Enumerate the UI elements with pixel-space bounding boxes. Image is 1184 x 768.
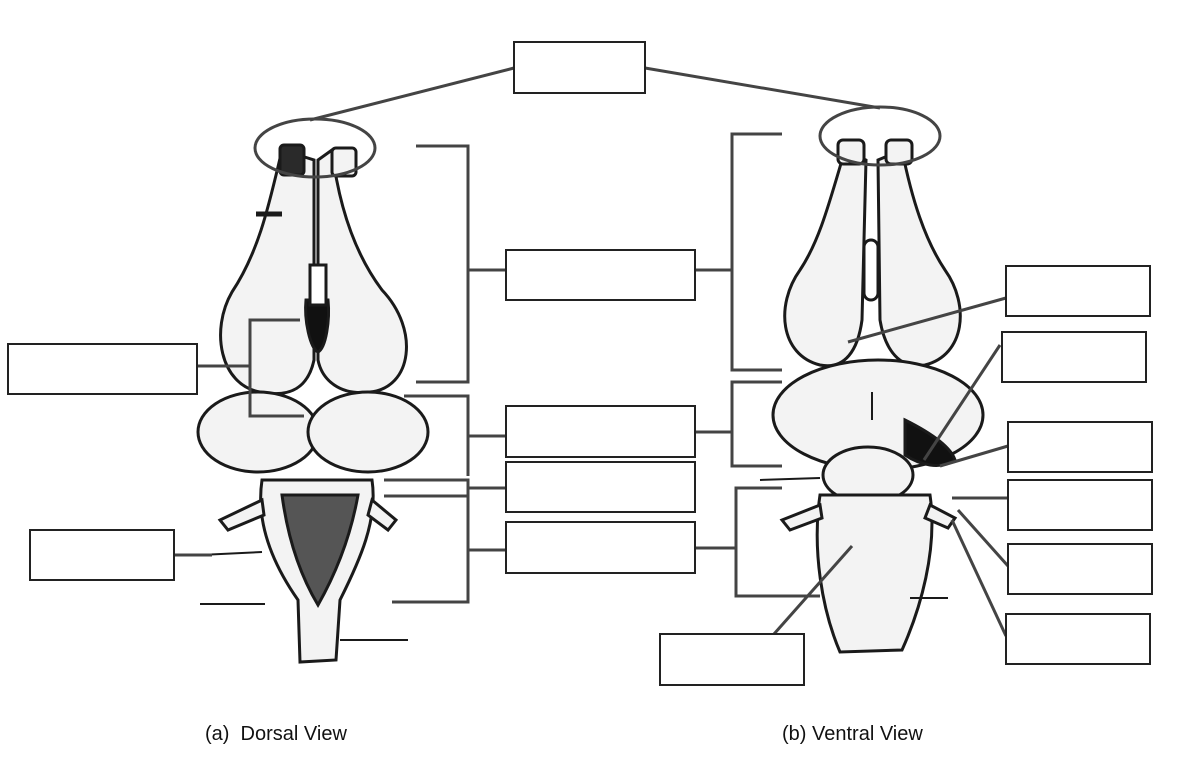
label-box-right-3[interactable]: [1007, 421, 1153, 473]
ventral-olfactory-oval: [818, 105, 942, 167]
leader-lines: [174, 66, 1010, 637]
dorsal-bracket-middle: [384, 478, 470, 498]
dorsal-view-caption: (a) Dorsal View: [205, 723, 347, 745]
label-box-left-1[interactable]: [7, 343, 198, 395]
label-box-top[interactable]: [513, 41, 646, 94]
ventral-bracket-hindbrain: [734, 486, 820, 598]
ventral-dark-region: [903, 417, 957, 467]
ventral-nerve-left: [779, 502, 824, 532]
leader-top-to-dorsal-oval: [309, 66, 515, 122]
label-box-right-2[interactable]: [1001, 331, 1147, 383]
ventral-bracket-midbrain: [730, 380, 782, 468]
leader-right-box-3: [939, 444, 1009, 468]
dorsal-nerve-left: [217, 497, 266, 532]
leader-right-box-6: [950, 519, 1008, 637]
ventral-nerve-right: [923, 502, 958, 530]
ventral-optic-slot: [862, 238, 880, 302]
ventral-left-hemisphere: [783, 147, 868, 368]
dorsal-fourth-ventricle: [280, 493, 360, 608]
dorsal-bracket-cerebrum: [416, 144, 470, 384]
ventral-brain-drawing: [759, 138, 985, 654]
label-box-center-3[interactable]: [505, 461, 696, 513]
label-box-center-2[interactable]: [505, 405, 696, 458]
ventral-nerve-line-a: [759, 477, 821, 481]
dorsal-central-slot: [308, 263, 328, 307]
ventral-right-hemisphere: [876, 147, 962, 368]
label-box-right-4[interactable]: [1007, 479, 1153, 531]
dorsal-central-dark-region: [304, 298, 330, 354]
label-box-left-2[interactable]: [29, 529, 175, 581]
dorsal-cerebellum-left: [196, 390, 320, 474]
label-boxes: [7, 41, 1153, 686]
dorsal-inner-bracket: [248, 318, 304, 418]
ventral-view-caption: (b) Ventral View: [782, 723, 923, 745]
leader-right-box-2: [922, 344, 1002, 461]
label-box-right-1[interactable]: [1005, 265, 1151, 317]
label-box-bottom[interactable]: [659, 633, 805, 686]
dorsal-nerve-right: [366, 497, 399, 533]
dorsal-bracket-cerebellum: [404, 394, 470, 476]
ventral-bracket-cerebrum: [730, 132, 782, 372]
dorsal-cerebellum-right: [306, 390, 430, 474]
label-box-center-4[interactable]: [505, 521, 696, 574]
dorsal-brain-drawing: [196, 143, 430, 664]
leader-right-box-1: [847, 296, 1007, 344]
label-box-right-5[interactable]: [1007, 543, 1153, 595]
label-box-right-6[interactable]: [1005, 613, 1151, 665]
dorsal-bracket-brainstem: [392, 496, 470, 604]
dorsal-right-hemisphere: [316, 147, 408, 395]
dorsal-olfactory-oval: [253, 117, 377, 179]
dorsal-olfactory-bulb-left: [278, 143, 306, 177]
dorsal-olfactory-bulb-right: [330, 146, 358, 178]
ventral-medulla: [815, 493, 934, 654]
dorsal-left-hemisphere: [219, 148, 316, 396]
leader-right-box-5: [956, 509, 1010, 567]
label-box-center-1[interactable]: [505, 249, 696, 301]
leader-bottom-box: [772, 545, 854, 635]
leader-top-to-ventral-oval: [644, 66, 881, 110]
